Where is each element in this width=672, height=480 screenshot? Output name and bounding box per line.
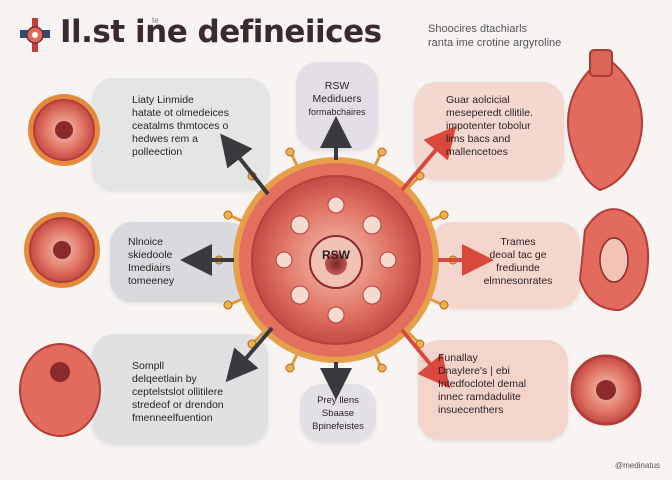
text-line: polleection [132, 146, 183, 158]
text-line: Nlnoice [128, 236, 164, 248]
cell-bottom-left-icon [19, 343, 101, 437]
text-line: Funallay [438, 352, 478, 364]
cell-mid-right-icon [578, 208, 650, 312]
text-line: mallencetoes [446, 146, 508, 158]
text-line: Intedfoclotel demal [438, 378, 527, 390]
text-top-right: Guar aolcicial meseperedt cllitile. impo… [446, 94, 533, 159]
text-line: Bpinefeistes [312, 421, 364, 432]
footnote: @medinatus [614, 461, 660, 470]
subtitle-line: ranta ime crotine argyroline [428, 37, 562, 49]
text-line: Trames [500, 236, 536, 248]
text-line: Mediduers [312, 93, 362, 105]
text-line: elmnesonrates [483, 275, 553, 287]
cell-top-right-icon [567, 49, 643, 192]
text-line: ceptelstslot ollitilere [132, 386, 224, 398]
text-line: hedwes rem a [132, 133, 198, 145]
text-line: formabchaires [308, 107, 366, 117]
text-top-center: RSW Mediduers formabchaires [302, 80, 372, 119]
arrow-down-right [400, 328, 451, 389]
text-line: impotenter tobolur [446, 120, 531, 132]
text-mid-right: Trames deoal tac ge frediunde elmnesonra… [476, 236, 560, 288]
text-line: Dnaylere's | ebi [438, 365, 510, 377]
text-line: frediunde [496, 262, 540, 274]
text-bottom-left: Sompll delqeetlain by ceptelstslot ollit… [132, 360, 224, 425]
text-line: deoal tac ge [489, 249, 547, 261]
text-line: Sompll [132, 360, 165, 372]
cell-bottom-right-icon [570, 354, 642, 426]
virus-logo-icon [20, 18, 50, 52]
text-line: fmenneelfuention [132, 412, 213, 424]
center-label: RSW [322, 248, 350, 262]
subtitle-line: Shoocires dtachiarls [428, 23, 528, 35]
text-line: stredeof or drendon [132, 399, 224, 411]
subtitle: Shoocires dtachiarls ranta ime crotine a… [428, 22, 561, 50]
arrow-down-left [225, 326, 274, 383]
text-mid-left: Nlnoice skiedoole Imediairs tomeeney [128, 236, 174, 288]
text-line: hatate ot olmedeices [132, 107, 229, 119]
text-line: meseperedt cllitile. [446, 107, 533, 119]
arrow-up-left [220, 133, 270, 196]
text-line: lims bacs and [446, 133, 511, 145]
text-line: delqeetlain by [132, 373, 197, 385]
text-bottom-right: Funallay Dnaylere's | ebi Intedfoclotel … [438, 352, 526, 417]
text-line: Imediairs [128, 262, 171, 274]
text-line: RSW [324, 80, 350, 92]
page-title: Il.st ine defineiices [60, 14, 382, 50]
text-top-left: Liaty Linmide hatate ot olmedeices ceata… [132, 94, 229, 159]
text-line: Liaty Linmide [132, 94, 194, 106]
text-line: tomeeney [128, 275, 175, 287]
text-line: Sbaase [321, 408, 355, 419]
text-line: Guar aolcicial [446, 94, 510, 106]
cell-mid-left-icon [24, 212, 100, 288]
text-line: insuecenthers [438, 404, 504, 416]
text-line: Prey llens [317, 395, 359, 406]
text-line: ceatalms thmtoces o [132, 120, 229, 132]
text-line: innec ramdadulite [438, 391, 521, 403]
cell-top-left-icon [28, 94, 100, 166]
title-tag: te [152, 16, 159, 25]
text-bottom-center: Prey llens Sbaase Bpinefeistes [302, 394, 374, 433]
panel-mid-right [430, 222, 580, 308]
text-line: skiedoole [128, 249, 173, 261]
arrow-up-right [400, 125, 457, 192]
central-virus-cell [214, 138, 458, 382]
